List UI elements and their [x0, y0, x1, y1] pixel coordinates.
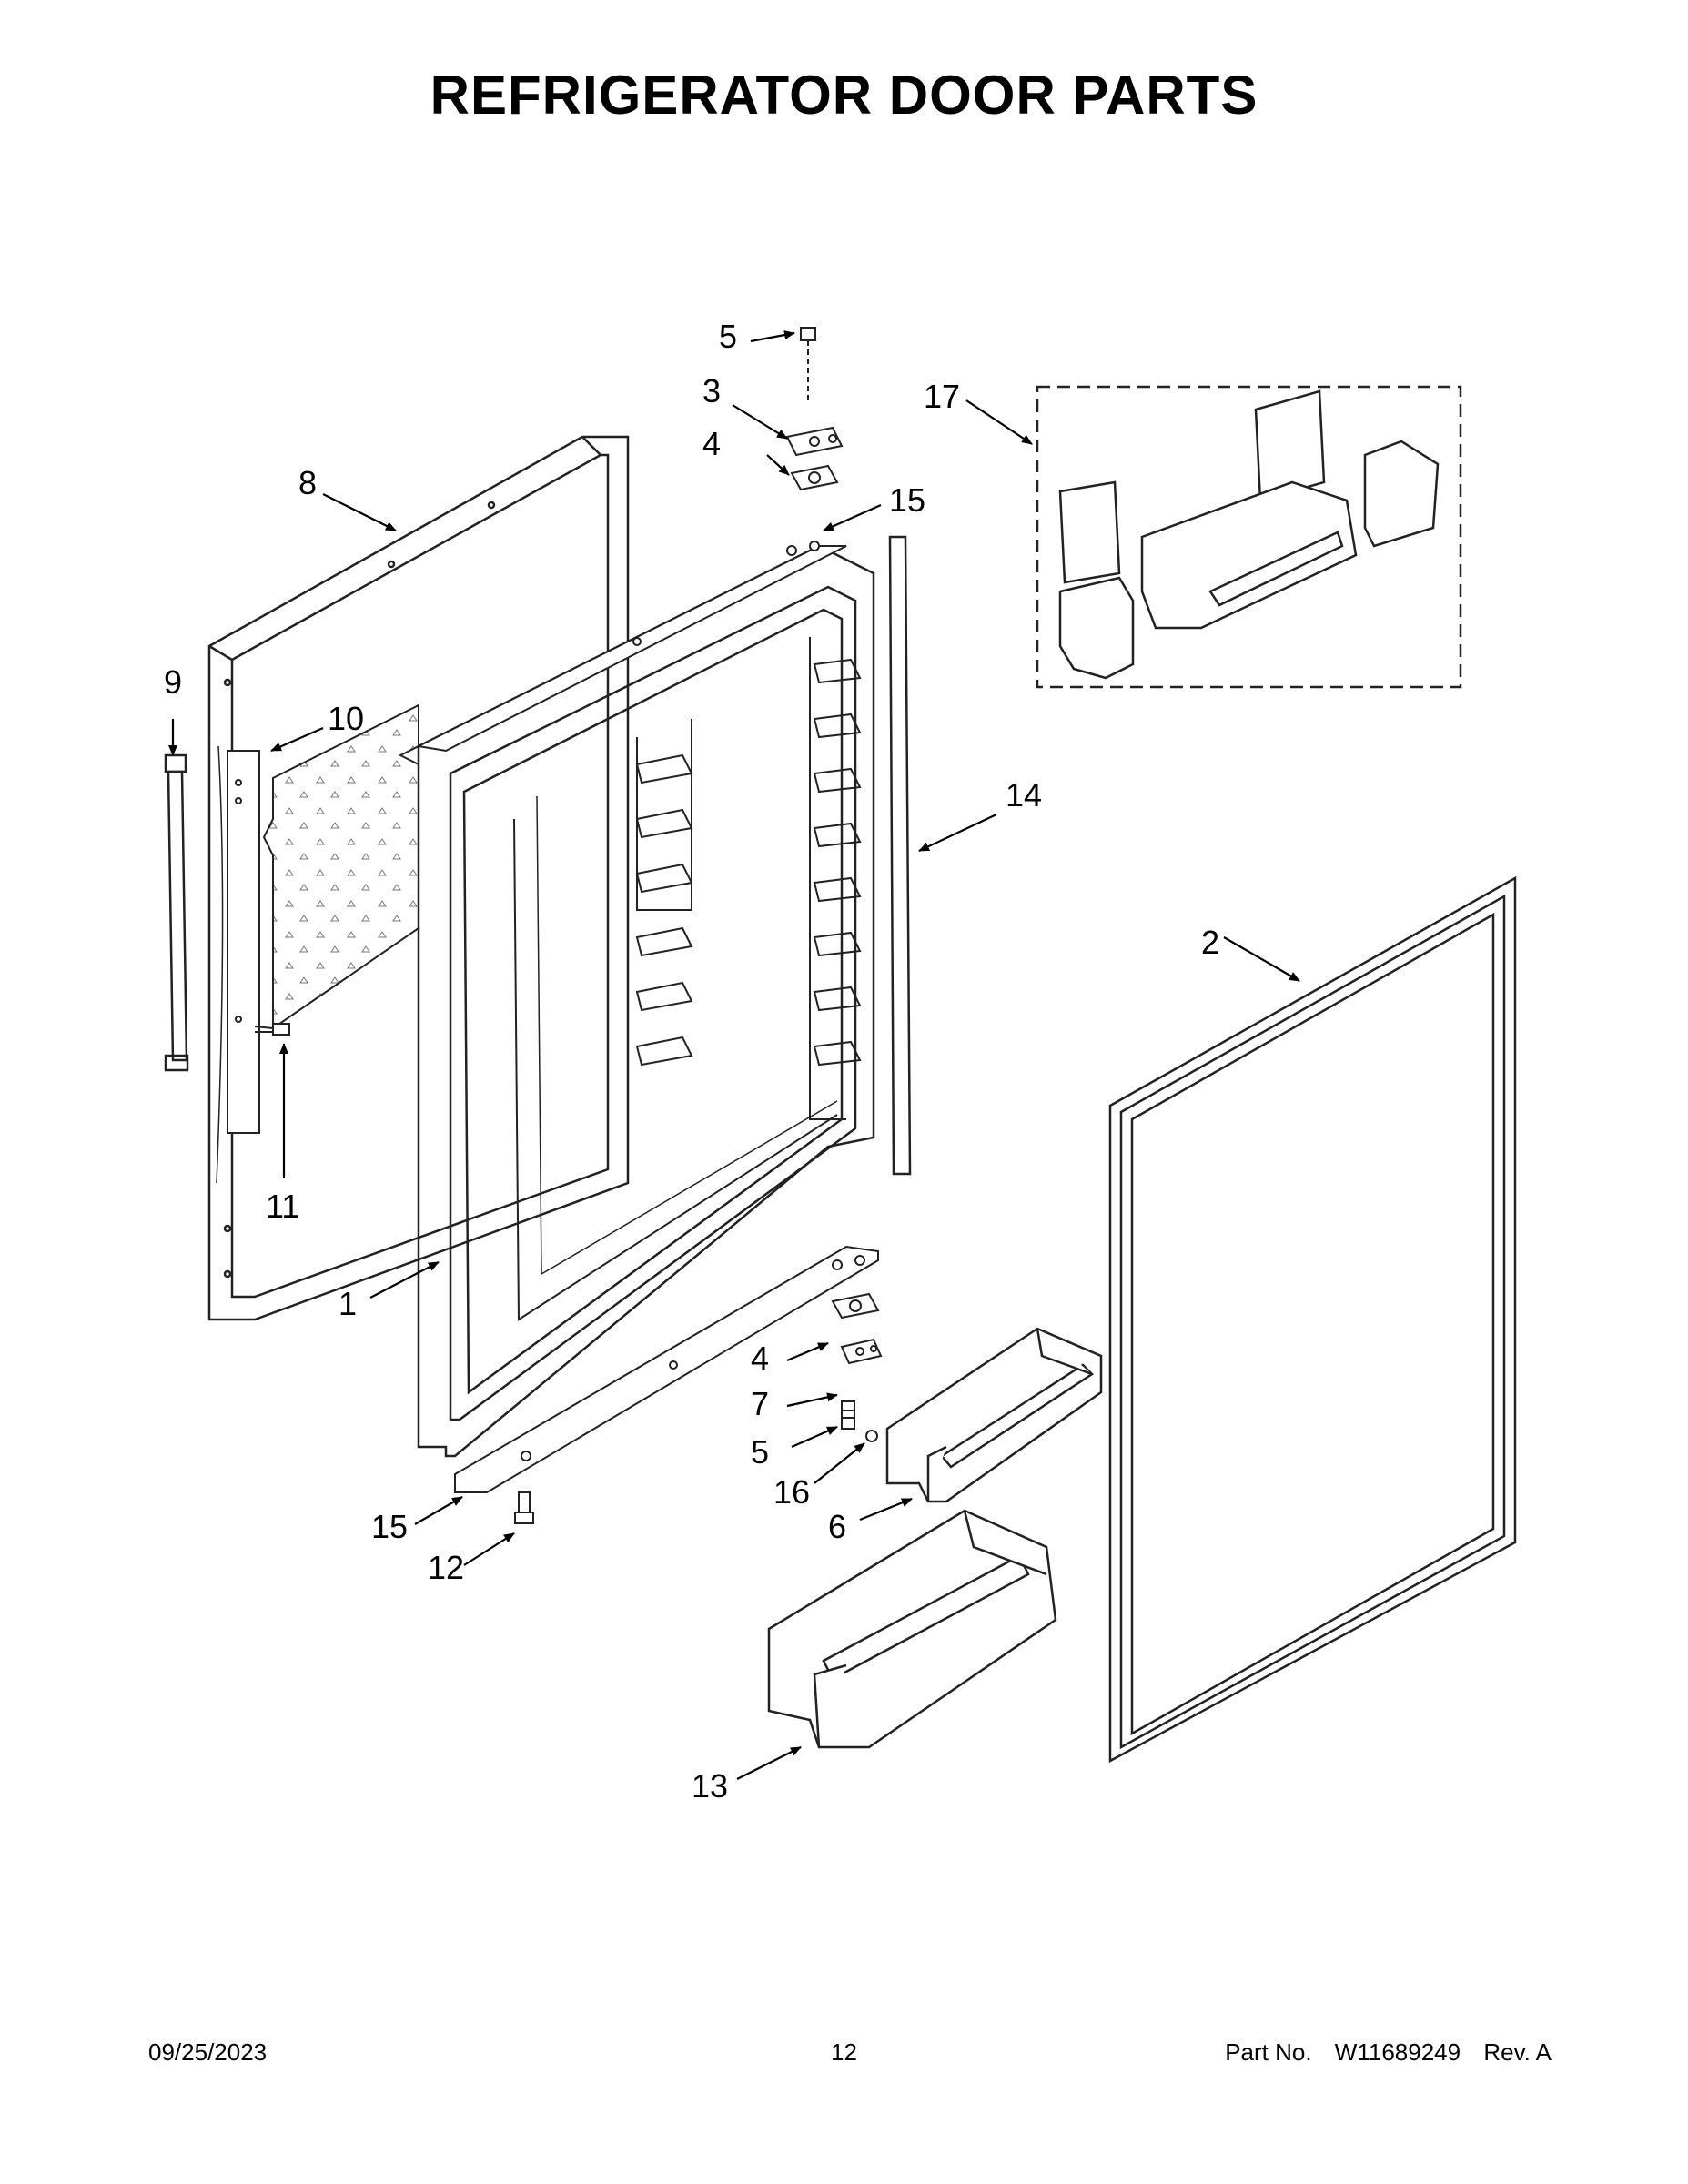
- callout-11: 11: [266, 1188, 299, 1225]
- callout-3: 3: [702, 372, 721, 410]
- footer-date: 09/25/2023: [148, 2038, 268, 2066]
- bottom-screw: [514, 1491, 534, 1524]
- upper-hinge-assembly: [785, 327, 844, 491]
- callout-15-top: 15: [889, 481, 925, 519]
- callout-13: 13: [692, 1767, 728, 1805]
- callout-labels: 5 3 4 15 17 8 9 10 14 2 11 1 4 7 5 16 6 …: [164, 318, 1219, 1805]
- callout-6: 6: [828, 1508, 846, 1545]
- callout-10: 10: [328, 700, 364, 737]
- door-screw: [254, 1023, 290, 1036]
- large-door-bin: [767, 1509, 1057, 1749]
- callout-15-bottom: 15: [371, 1508, 408, 1545]
- page-title: REFRIGERATOR DOOR PARTS: [430, 65, 1258, 126]
- callout-5-top: 5: [719, 318, 737, 355]
- bin-kit-group: [1036, 385, 1462, 689]
- top-shim: [415, 541, 847, 753]
- callout-5-bottom: 5: [751, 1433, 769, 1471]
- callout-14: 14: [1006, 776, 1042, 814]
- callout-8: 8: [298, 464, 317, 501]
- footer-part-info: Part No. W11689249 Rev. A: [1225, 2038, 1552, 2067]
- callout-16: 16: [773, 1473, 810, 1511]
- door-gasket: [1108, 875, 1517, 1764]
- callout-7: 7: [751, 1385, 769, 1422]
- door-liner: [417, 544, 875, 1458]
- callout-4-top: 4: [702, 425, 721, 462]
- small-door-bin: [885, 1327, 1103, 1503]
- part-number-value: W11689249: [1334, 2038, 1461, 2066]
- callout-4-bottom: 4: [751, 1340, 769, 1377]
- callout-2: 2: [1201, 924, 1219, 961]
- callout-12: 12: [428, 1549, 464, 1586]
- lower-hinge-assembly: [831, 1292, 883, 1442]
- callout-17: 17: [924, 378, 960, 415]
- handle-strip: [164, 753, 189, 1072]
- footer-page-number: 12: [831, 2038, 857, 2066]
- bottom-shim: [454, 1245, 879, 1493]
- outer-door-frame: [207, 435, 630, 1321]
- leader-arrows: [168, 330, 1300, 1780]
- callout-9: 9: [164, 663, 182, 701]
- revision-label: Rev. A: [1483, 2038, 1552, 2066]
- callout-1: 1: [339, 1285, 357, 1322]
- insulation-sheet: [227, 703, 419, 1134]
- liner-strip: [888, 535, 912, 1176]
- part-number-label: Part No.: [1225, 2038, 1312, 2066]
